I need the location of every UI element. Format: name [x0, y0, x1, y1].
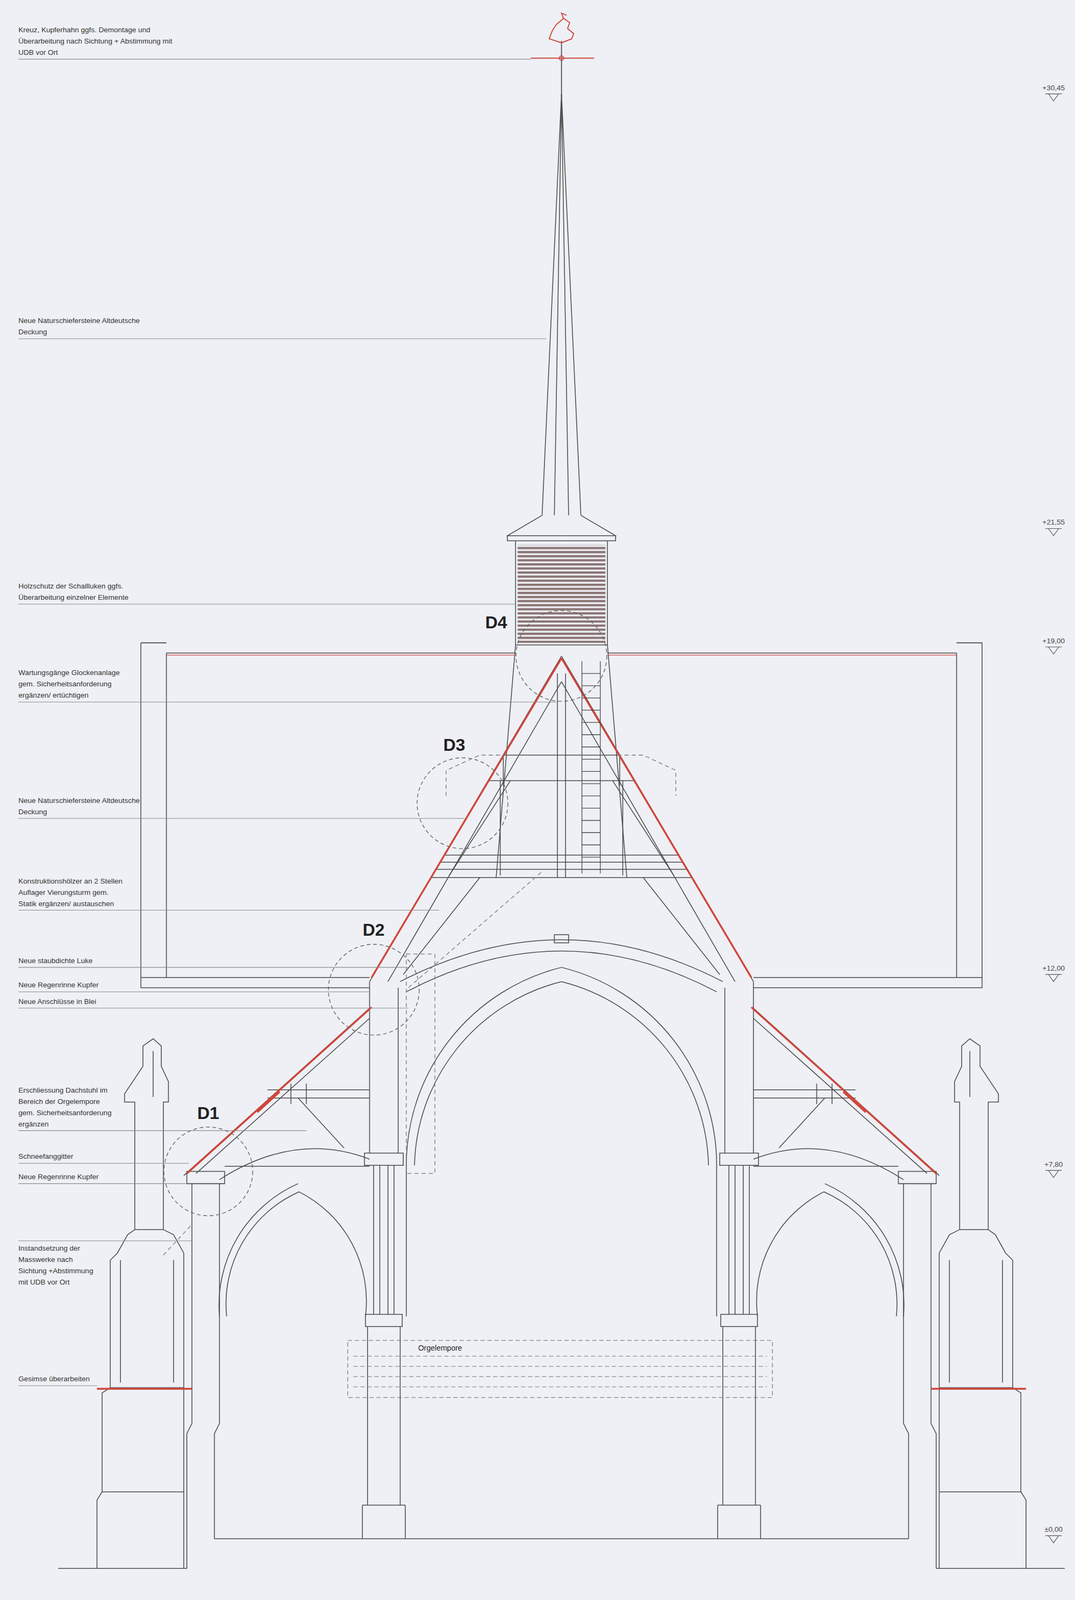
detail-circle [417, 757, 508, 849]
gallery-floor-line [353, 1376, 767, 1378]
detail-label: D4 [483, 613, 510, 632]
gallery-dashed-box [347, 1340, 773, 1398]
detail-marker: D2 [327, 943, 420, 1036]
cross-ball [559, 55, 564, 61]
annotation-note: Konstruktionshölzer an 2 Stellen Auflage… [18, 875, 129, 910]
hatch-dashed [163, 872, 542, 1256]
detail-circle [163, 1127, 253, 1216]
copper-rooster [549, 13, 575, 43]
crossing-tower-spire [496, 94, 562, 878]
annotation-note: Neue Regenrinne Kupfer [18, 979, 99, 991]
annotation-note: Neue Regenrinne Kupfer [18, 1171, 99, 1183]
roof-truss [403, 673, 562, 975]
annotation-note: Kreuz, Kupferhahn ggfs. Demontage und Üb… [18, 24, 180, 59]
gallery-floor-line [353, 1366, 767, 1367]
nave-vault [400, 940, 562, 1317]
level-marker: +19,00 [1042, 635, 1065, 647]
annotation-note: Gesimse überarbeiten [18, 1373, 90, 1385]
node-outline [515, 610, 608, 702]
detail-marker: D1 [163, 1126, 254, 1217]
node-outline [327, 943, 420, 1036]
level-marker: +12,00 [1042, 962, 1065, 974]
vault-boss [554, 934, 569, 943]
area-label: Orgelempore [416, 1343, 464, 1353]
cross [561, 40, 563, 97]
dormer-dashed [446, 755, 676, 797]
cross-bar [531, 57, 595, 59]
annotation-note: Neue Naturschiefersteine Altdeutsche Dec… [18, 314, 142, 338]
half-section [58, 94, 562, 1569]
gallery-floor-line [353, 1386, 767, 1388]
level-triangles [1045, 94, 1062, 1544]
detail-label: D2 [361, 921, 387, 939]
nave-pier [362, 981, 406, 1539]
detail-label: D3 [441, 736, 468, 754]
annotation-note: Neue Anschlüsse in Blei [18, 995, 97, 1008]
sound-louvers [517, 545, 606, 643]
annotation-note: Neue Naturschiefersteine Altdeutsche Dec… [18, 794, 142, 818]
annotation-note: Instandsetzung der Masswerke nach Sichtu… [18, 1242, 97, 1288]
organ-gallery-outline: Orgelempore [347, 1339, 773, 1399]
detail-circle [328, 944, 420, 1036]
detail-label: D1 [195, 1104, 221, 1122]
node-outline [347, 1339, 773, 1399]
level-marker: +7,80 [1044, 1158, 1063, 1171]
detail-marker: D3 [416, 757, 509, 850]
ridge-line-red [166, 654, 516, 656]
aisle-vault-truss [183, 1008, 370, 1317]
detail-marker: D4 [515, 610, 608, 702]
level-marker: +30,45 [1042, 82, 1065, 94]
annotation-note: Schneefanggitter [18, 1150, 74, 1163]
annotation-note: Wartungsgänge Glockenanlage gem. Sicherh… [18, 667, 129, 701]
gallery-floor-line [353, 1356, 767, 1357]
roof-gable [140, 642, 562, 988]
node-outline [163, 1126, 254, 1217]
new-slate-gutter [96, 658, 562, 1389]
outer-wall-buttress [58, 1038, 562, 1569]
detail-circle [516, 610, 607, 702]
annotation-note: Erschliessung Dachstuhl im Bereich der O… [18, 1084, 118, 1130]
node-outline [416, 757, 509, 850]
annotation-note: Neue staubdichte Luke [18, 955, 93, 967]
ladder [582, 661, 601, 874]
leader-lines [18, 59, 557, 1386]
level-marker: ±0,00 [1044, 1523, 1063, 1536]
annotation-note: Holzschutz der Schallluken ggfs. Überarb… [18, 580, 142, 604]
half-section-mirror [561, 94, 1065, 1569]
level-marker: +21,55 [1042, 516, 1065, 528]
